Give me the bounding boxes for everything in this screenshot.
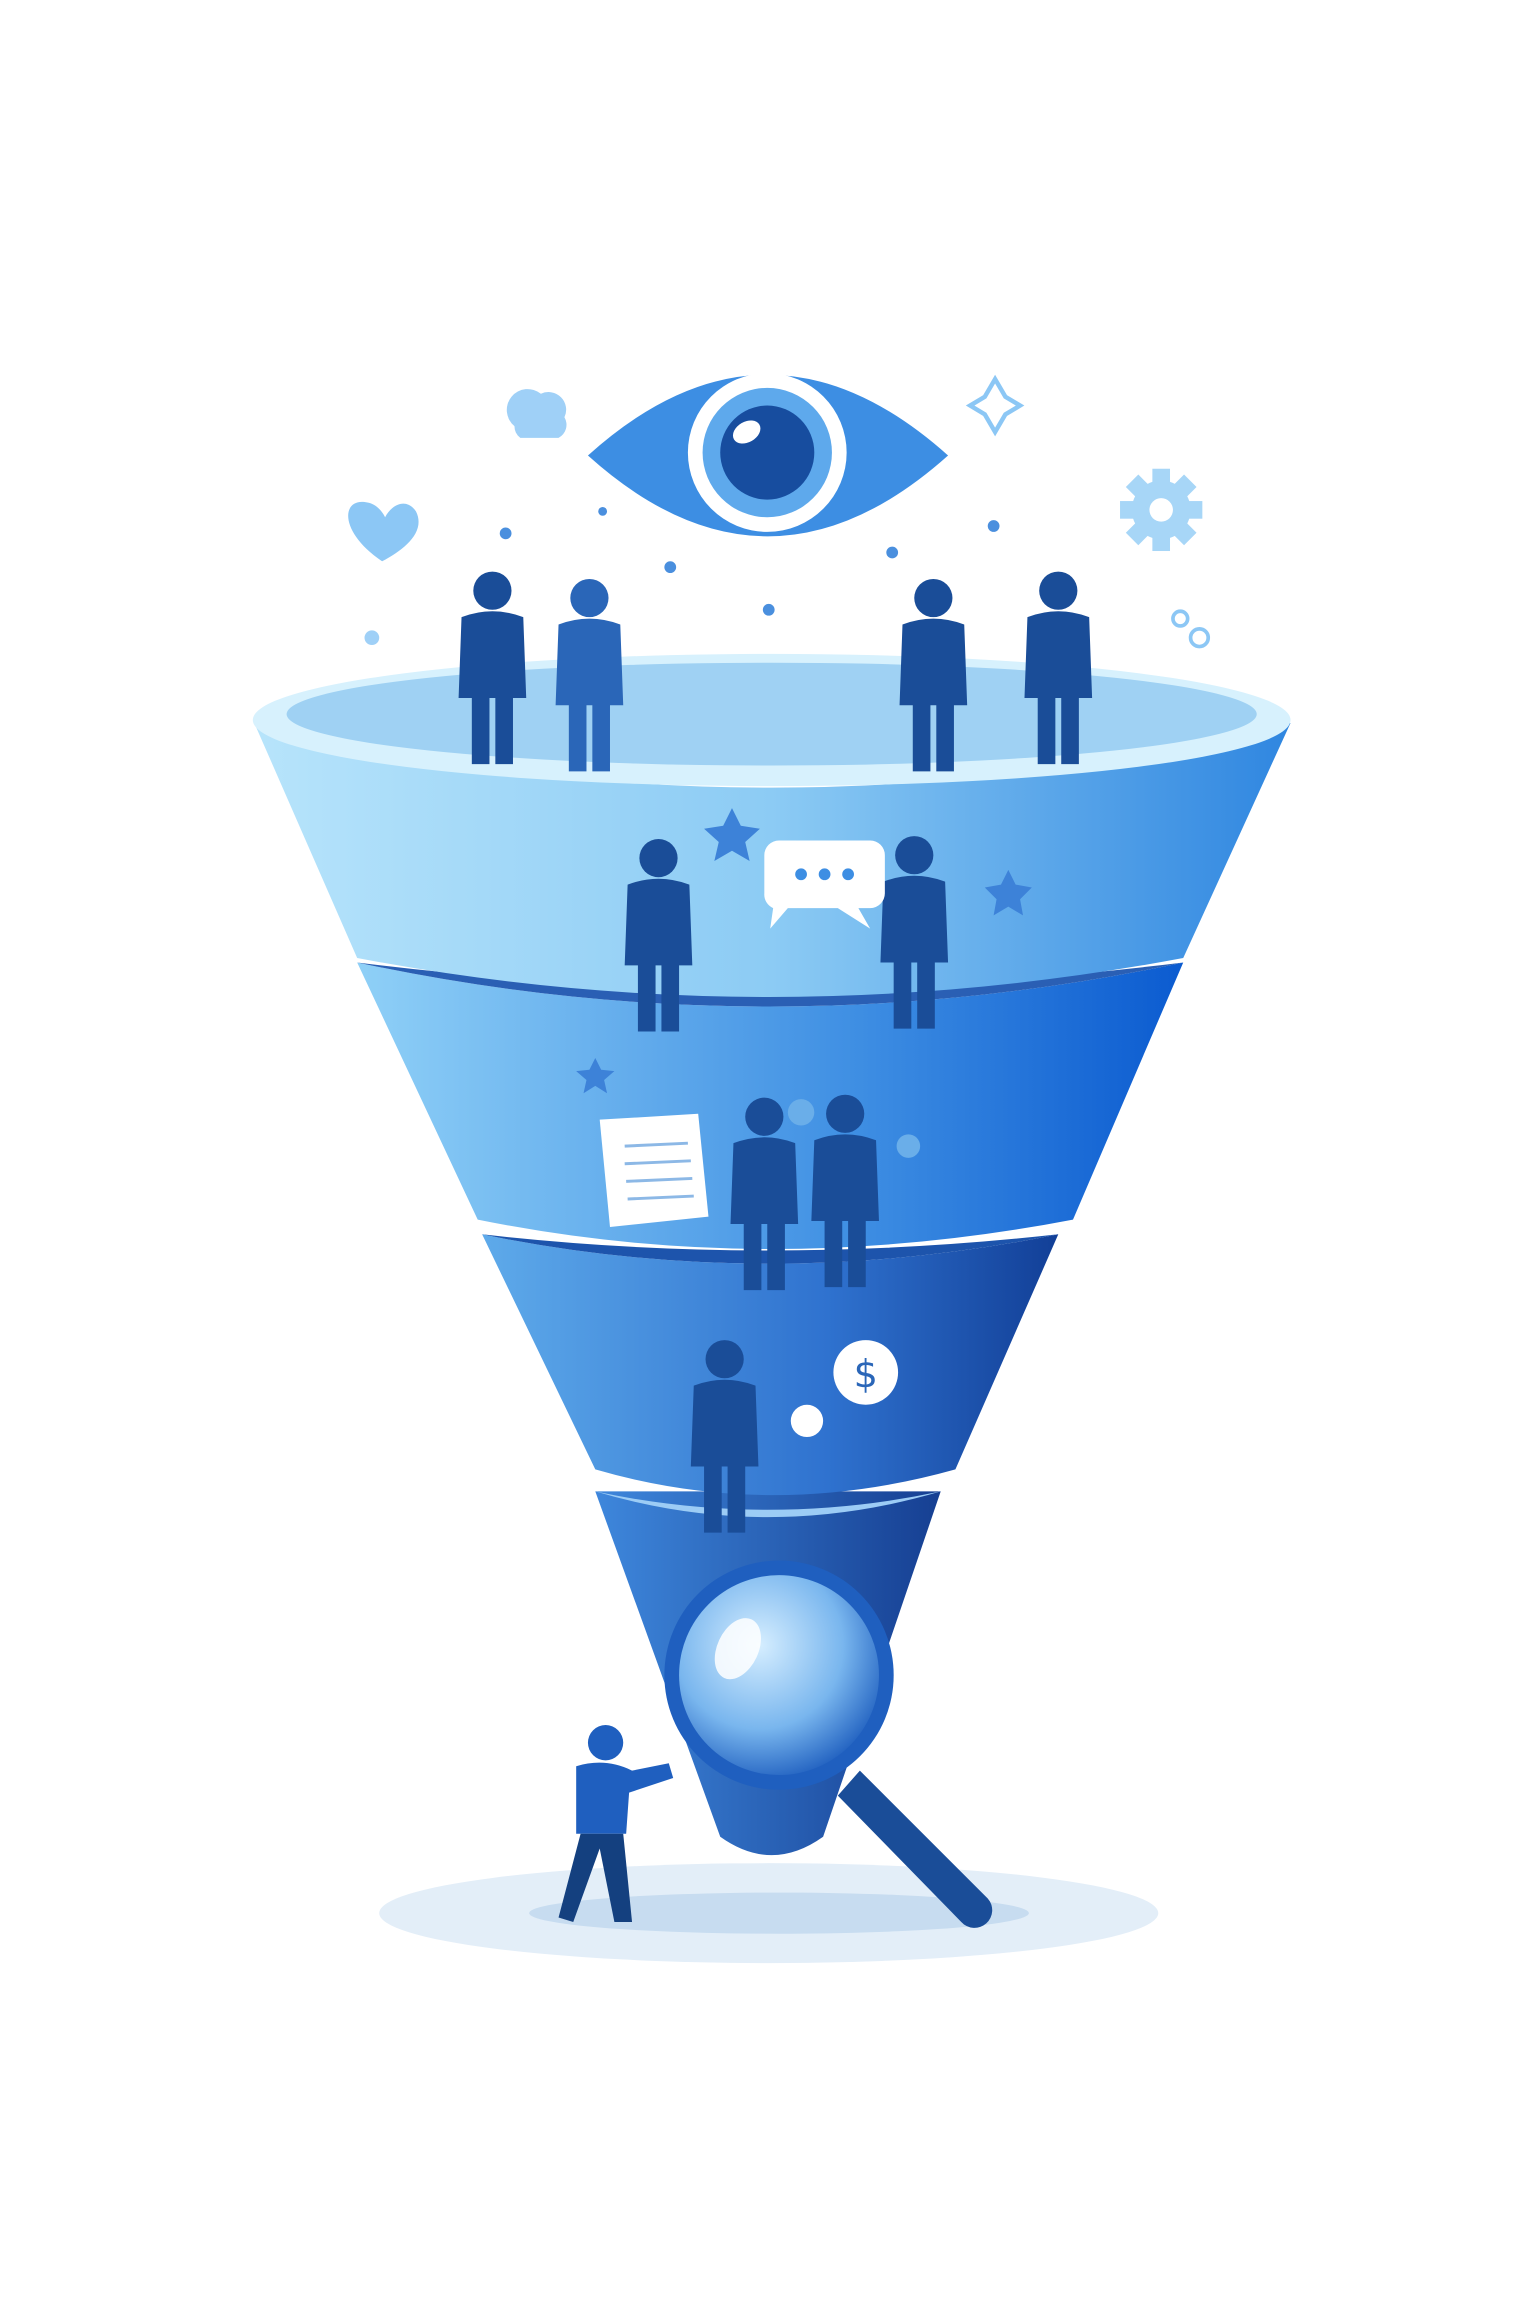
svg-text:$: $ — [854, 1353, 878, 1397]
cloud-icon — [506, 389, 567, 438]
heart-icon — [348, 501, 419, 562]
person-icon — [558, 1725, 674, 1922]
funnel-stage-3 — [482, 1234, 1059, 1496]
gear-icon — [1120, 468, 1203, 552]
document-icon — [599, 1113, 709, 1227]
funnel-opening — [286, 662, 1257, 766]
magnifying-glass-icon — [664, 1560, 993, 1928]
star-icons — [576, 808, 1032, 1094]
decor-dots — [364, 506, 1211, 649]
ground-shadow-inner — [529, 1892, 1029, 1934]
sparkle-icon — [965, 374, 1025, 437]
dollar-gear-icon: $ — [787, 1099, 921, 1438]
chat-bubble-icon — [764, 840, 885, 929]
eye-icon — [587, 373, 949, 537]
